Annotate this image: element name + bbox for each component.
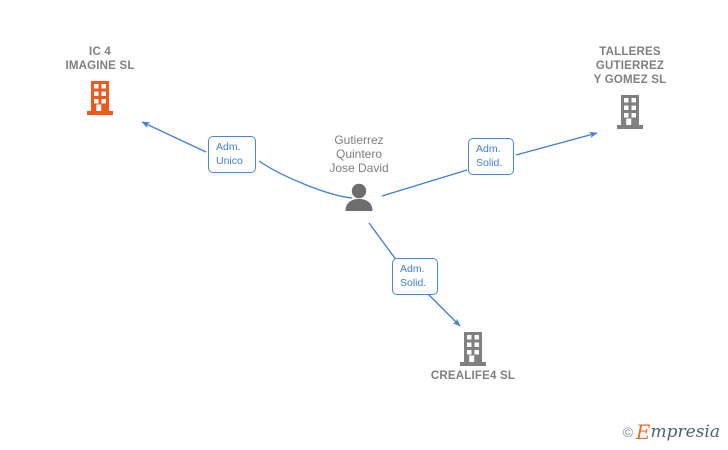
node-crealife4-sl-icon-wrap xyxy=(398,332,548,366)
node-crealife4-sl-label: CREALIFE4 SL xyxy=(430,370,516,382)
node-gutierrez-quintero-jose-david[interactable]: Gutierrez Quintero Jose David xyxy=(284,133,434,211)
building-icon xyxy=(617,95,643,129)
node-talleres-gutierrez-y-gomez-sl[interactable]: TALLERES GUTIERREZ Y GOMEZ SL xyxy=(555,45,705,129)
node-ic4-imagine-sl-label: IC 4 IMAGINE SL xyxy=(65,46,135,72)
edge-person-to-crealife-segment-out xyxy=(424,290,461,327)
node-talleres-gutierrez-y-gomez-sl-icon-wrap xyxy=(555,95,705,129)
edge-label-adm-solid-talleres[interactable]: Adm. Solid. xyxy=(468,138,514,175)
building-icon xyxy=(460,332,486,366)
node-talleres-gutierrez-y-gomez-sl-label: TALLERES GUTIERREZ Y GOMEZ SL xyxy=(593,46,667,86)
edge-person-to-talleres-segment-out xyxy=(515,131,598,156)
node-ic4-imagine-sl[interactable]: IC 4 IMAGINE SL xyxy=(25,45,175,115)
node-crealife4-sl[interactable]: CREALIFE4 SL xyxy=(398,332,548,383)
node-ic4-imagine-sl-icon-wrap xyxy=(25,81,175,115)
empresia-watermark: © E mpresia xyxy=(623,422,720,442)
edge-label-adm-unico[interactable]: Adm. Unico xyxy=(208,136,256,173)
edge-person-to-crealife-segment-in xyxy=(368,222,398,262)
building-icon xyxy=(87,81,113,115)
brand-name: mpresia xyxy=(650,421,721,442)
person-icon xyxy=(345,183,373,211)
edge-label-adm-solid-crealife[interactable]: Adm. Solid. xyxy=(392,258,438,295)
node-person-icon-wrap xyxy=(284,183,434,211)
edge-person-to-ic4-segment-out xyxy=(141,121,207,153)
copyright-icon: © xyxy=(622,424,633,440)
node-gutierrez-quintero-jose-david-label: Gutierrez Quintero Jose David xyxy=(329,133,389,175)
brand-initial: E xyxy=(635,420,651,444)
